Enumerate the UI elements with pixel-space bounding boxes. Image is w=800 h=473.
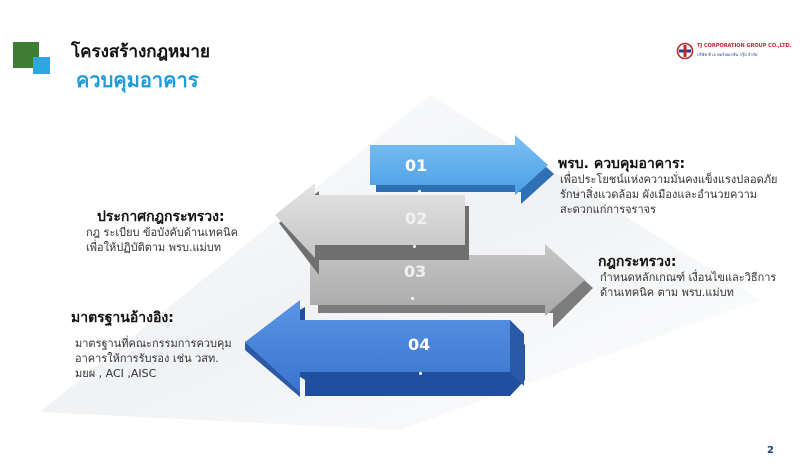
step-number-01: 01 [405,156,428,175]
step-desc-02-line: เพื่อให้ปฏิบัติตาม พรบ.แม่บท [86,241,222,254]
step-dot-03 [411,297,414,300]
step-desc-03-line: ด้านเทคนิค ตาม พรบ.แม่บท [600,286,734,299]
step-dot-01 [418,190,421,193]
step-number-02: 02 [405,209,428,228]
arrow-04 [245,300,525,397]
step-desc-01-line: เพื่อประโยชน์แห่งความมั่นคงแข็งแรงปลอดภั… [560,173,778,186]
arrow-03 [310,244,593,328]
step-number-03: 03 [404,262,427,281]
step-heading-04: มาตรฐานอ้างอิง: [71,310,174,326]
step-heading-03: กฎกระทรวง: [598,254,677,270]
step-desc-02-line: กฎ ระเบียบ ข้อบังคับด้านเทคนิค [86,226,238,239]
arrow-02 [275,183,469,275]
step-desc-02: กฎ ระเบียบ ข้อบังคับด้านเทคนิค เพื่อให้ป… [86,225,276,255]
page-number: 2 [767,445,774,456]
step-number-04: 04 [408,335,431,354]
company-logo: TJ CORPORATION GROUP CO.,LTD. บริษัท ที … [676,42,792,64]
step-desc-04-line: มาตรฐานที่คณะกรรมการควบคุม [75,337,232,350]
brand-squares [13,42,53,78]
step-desc-03: กำหนดหลักเกณฑ์ เงื่อนไขและวิธีการ ด้านเท… [600,270,795,300]
slide-subtitle: ควบคุมอาคาร [76,68,199,92]
company-mark-icon [676,42,694,60]
step-heading-01: พรบ. ควบคุมอาคาร: [558,156,686,172]
step-desc-01-line: สะดวกแก่การจราจร [560,203,656,216]
step-desc-04-line: มยผ , ACI ,AISC [75,367,157,380]
step-desc-04: มาตรฐานที่คณะกรรมการควบคุม อาคารให้การรั… [75,336,255,381]
blue-square [33,57,50,74]
step-desc-01-line: รักษาสิ่งแวดล้อม ผังเมืองและอำนวยความ [560,188,758,201]
step-desc-03-line: กำหนดหลักเกณฑ์ เงื่อนไขและวิธีการ [600,271,777,284]
company-name: TJ CORPORATION GROUP CO.,LTD. [697,43,792,49]
arrow-01 [370,135,554,204]
step-desc-01: เพื่อประโยชน์แห่งความมั่นคงแข็งแรงปลอดภั… [560,172,795,217]
step-desc-04-line: อาคารให้การรับรอง เช่น วสท. [75,352,219,365]
step-heading-02: ประกาศกฎกระทรวง: [97,209,225,225]
slide-title: โครงสร้างกฎหมาย [71,42,210,62]
step-dot-02 [413,245,416,248]
step-dot-04 [419,372,422,375]
company-tagline: บริษัท ที เจ คอร์ปอเรชั่น กรุ๊ป จำกัด [697,52,758,57]
